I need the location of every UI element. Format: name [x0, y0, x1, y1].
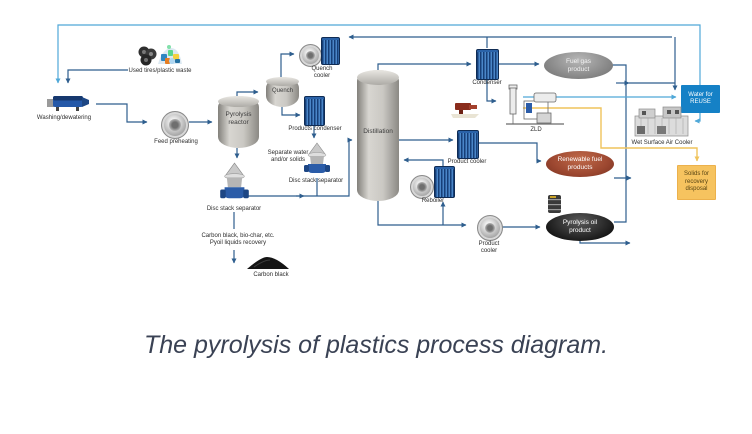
wet-surface-air-cooler-label: Wet Surface Air Cooler: [631, 140, 693, 146]
washing-label: Washing/dewatering: [36, 115, 92, 121]
carbon-black-pile-icon: [247, 257, 289, 269]
zld-label: ZLD: [530, 127, 542, 133]
product-cooler-top-label: Product cooler: [447, 159, 487, 165]
products-condenser-label: Products condenser: [288, 126, 342, 132]
product-cooler-top-icon: [457, 130, 479, 159]
product-cooler-bottom-label: Product cooler: [478, 241, 500, 255]
carbon-note-label: Carbon black, bio-char, etc. Pyoil liqui…: [201, 233, 275, 247]
pyrolysis-reactor-vessel: Pyrolysis reactor: [218, 96, 259, 148]
quench-cooler-fan-icon: [299, 44, 322, 67]
disc-stack-separator-mid-icon: [304, 142, 330, 173]
feed-preheating-label: Feed preheating: [154, 139, 198, 145]
distillation-column: Distillation: [357, 70, 399, 201]
diagram-caption: The pyrolysis of plastics process diagra…: [143, 331, 609, 359]
condenser-icon: [476, 49, 499, 80]
disc-stack-separator-left-label: Disc stack separator: [206, 206, 262, 212]
disc-stack-separator-mid-label: Disc stack separator: [288, 178, 344, 184]
quench-label: Quench: [271, 88, 293, 94]
distillation-label: Distillation: [363, 128, 393, 135]
product-cooler-bottom-icon: [477, 215, 503, 241]
quench-cooler-label: Quench cooler: [311, 66, 333, 80]
carbon-black-label: Carbon black: [253, 272, 289, 278]
reboiler-hx-icon: [434, 166, 455, 198]
water-for-reuse-box: Water for REUSE: [681, 85, 720, 113]
pyrolysis-oil-ellipse: Pyrolysis oil product: [546, 213, 614, 241]
quench-cooler-hx-icon: [321, 37, 340, 65]
reboiler-fan-icon: [410, 175, 434, 199]
reboiler-label: Reboiler: [421, 198, 445, 204]
quench-vessel: Quench: [266, 77, 299, 107]
connector-lines: [55, 24, 701, 264]
washing-machine-icon: [47, 96, 89, 111]
zld-unit-icon: [506, 84, 564, 125]
wet-surface-air-cooler-icon: [634, 106, 689, 137]
products-condenser-icon: [304, 96, 325, 126]
oil-drum-icon: [548, 195, 561, 213]
separate-water-label: Separate water and/or solids: [267, 150, 309, 164]
used-tires-icon: [138, 46, 157, 66]
condenser-label: Condenser: [472, 80, 502, 86]
disc-stack-separator-left-icon: [220, 162, 249, 199]
fuel-gas-product-ellipse: Fuel gas product: [544, 52, 613, 79]
pump-skid-icon: [451, 103, 479, 118]
plastic-waste-icon: [158, 45, 182, 64]
solids-disposal-box: Solids for recovery disposal: [677, 165, 716, 200]
feed-preheater-icon: [161, 111, 189, 139]
pyrolysis-reactor-label: Pyrolysis reactor: [225, 111, 252, 126]
used-waste-label: Used tires/plastic waste: [128, 68, 192, 74]
renewable-fuel-ellipse: Renewable fuel products: [546, 151, 614, 177]
